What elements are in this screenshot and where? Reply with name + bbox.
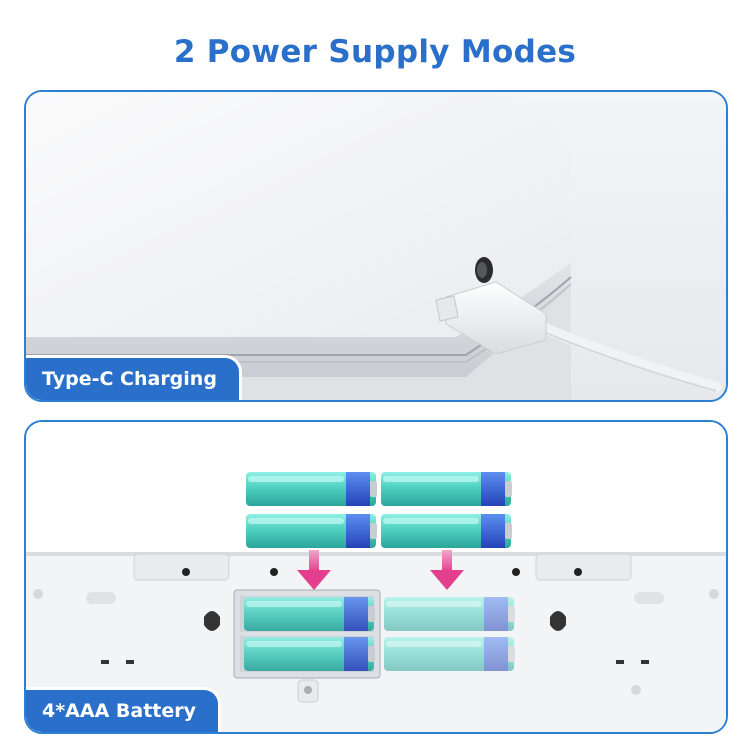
battery-compartment-illustration xyxy=(26,422,726,732)
aaa-battery-label: 4*AAA Battery xyxy=(26,690,218,732)
page-title: 2 Power Supply Modes xyxy=(173,34,577,70)
usb-c-cable-icon xyxy=(435,281,722,393)
type-c-charging-panel: Type-C Charging xyxy=(24,90,728,402)
aaa-battery-panel: 4*AAA Battery xyxy=(24,420,728,734)
type-c-charging-label: Type-C Charging xyxy=(26,358,239,400)
device-side-illustration xyxy=(26,92,726,400)
down-arrow-icon xyxy=(297,550,464,590)
